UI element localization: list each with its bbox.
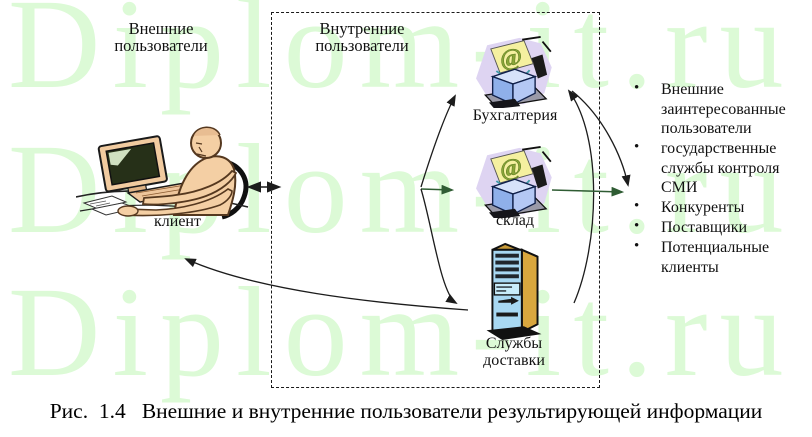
- figure-caption: Рис. 1.4 Внешние и внутренние пользовате…: [49, 399, 763, 423]
- watermark-row: Diplom-it.ru: [8, 0, 796, 115]
- client-person-icon: [76, 126, 249, 220]
- list-item: • Внешние заинтересованные пользователи: [630, 80, 790, 139]
- bullet-icon: •: [634, 218, 640, 234]
- client-label: клиент: [154, 213, 201, 230]
- delivery-label: Службы доставки: [483, 335, 545, 369]
- accounting-label: Бухгалтерия: [472, 107, 558, 124]
- list-item: • Потенциальные клиенты: [630, 238, 790, 277]
- external-users-label: Внешние пользователи: [114, 19, 208, 55]
- warehouse-label: склад: [495, 212, 535, 229]
- list-item: • Поставщики: [630, 218, 790, 238]
- list-item-label: Потенциальные клиенты: [661, 239, 770, 276]
- bullet-icon: •: [634, 238, 640, 254]
- bullet-icon: •: [634, 80, 640, 96]
- list-item: • государственные службы контроля СМИ: [630, 139, 790, 198]
- list-item-label: Конкуренты: [661, 199, 745, 216]
- warehouse-computer-icon: [465, 146, 560, 218]
- internal-users-boundary-box: [271, 12, 600, 388]
- list-item: • Конкуренты: [630, 198, 790, 218]
- list-item-label: государственные службы контроля СМИ: [661, 140, 780, 196]
- list-item-label: Внешние заинтересованные пользователи: [661, 81, 786, 137]
- list-item-label: Поставщики: [661, 219, 748, 236]
- internal-users-label: Внутренние пользователи: [315, 19, 409, 55]
- external-stakeholders-list: • Внешние заинтересованные пользователи •…: [630, 80, 790, 278]
- accounting-computer-icon: [465, 36, 560, 108]
- bullet-icon: •: [634, 139, 640, 155]
- delivery-server-icon: [486, 242, 542, 340]
- bullet-icon: •: [634, 198, 640, 214]
